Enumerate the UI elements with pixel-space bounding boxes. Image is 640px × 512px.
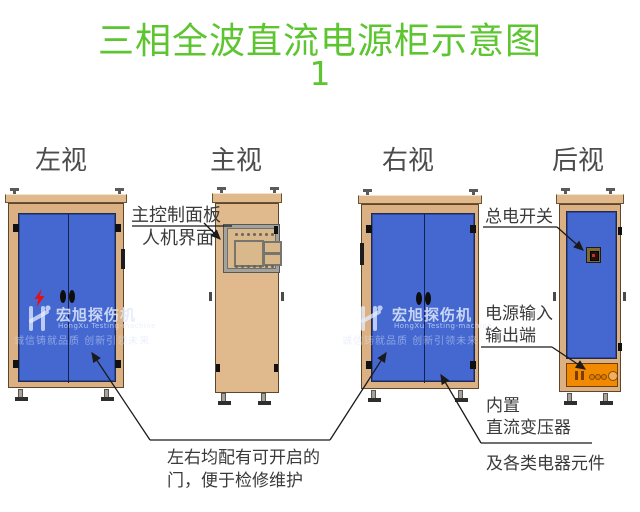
side-handle-icon <box>209 292 212 301</box>
hinge-icon <box>618 227 622 235</box>
rear-cabinet-body <box>559 204 622 392</box>
leveling-foot <box>564 393 577 405</box>
front-cabinet-body <box>215 203 282 393</box>
leveling-foot <box>218 393 231 405</box>
leveling-foot <box>258 393 271 405</box>
front-cabinet-top-cap <box>212 193 282 203</box>
view-label-right: 右视 <box>382 146 435 176</box>
lifting-bolt-icon <box>217 187 226 194</box>
hinge-icon <box>366 361 372 369</box>
lifting-bolt-icon <box>606 188 615 195</box>
door-handle <box>60 290 66 303</box>
side-handle-icon <box>623 292 626 301</box>
side-handle-icon <box>281 292 284 301</box>
lifting-bolt-icon <box>363 189 372 196</box>
hinge-icon <box>13 360 19 368</box>
hinge-icon <box>115 360 121 368</box>
annotation-doors-line1: 左右均配有可开启的 <box>167 448 320 468</box>
door-handle <box>416 292 422 305</box>
io-port <box>589 374 595 380</box>
hinge-icon <box>274 226 278 234</box>
lifting-bolt-icon <box>561 188 570 195</box>
side-latch <box>121 249 125 269</box>
annotation-control-panel-line2: 人机界面 <box>142 228 214 249</box>
hinge-icon <box>216 364 220 372</box>
annotation-transformer-line1: 内置 <box>486 396 520 416</box>
hinge-icon <box>618 343 622 351</box>
leveling-foot <box>600 393 613 405</box>
hinge-icon <box>115 224 121 232</box>
control-panel <box>223 224 282 273</box>
annotation-control-panel-line1: 主控制面板 <box>131 205 221 226</box>
main-power-switch <box>586 247 601 263</box>
door-handle <box>425 292 431 305</box>
panel-led-row <box>235 233 274 236</box>
io-slot <box>581 371 584 380</box>
door-handle <box>69 290 75 303</box>
io-port <box>595 374 601 380</box>
switch-indicator <box>592 254 595 257</box>
rear-cabinet-top-cap <box>556 194 624 204</box>
io-slot <box>575 371 578 380</box>
leveling-foot <box>455 390 468 402</box>
left-cabinet-body <box>8 203 125 388</box>
annotation-transformer-line2: 直流变压器 <box>486 418 571 438</box>
lifting-bolt-icon <box>270 187 279 194</box>
annotation-main-switch: 总电开关 <box>485 207 553 227</box>
lifting-bolt-icon <box>469 189 478 196</box>
annotation-components: 及各类电器元件 <box>486 454 605 474</box>
annotation-doors-line2: 门，便于检修维护 <box>167 471 303 491</box>
hinge-icon <box>470 225 476 233</box>
door-split-line <box>68 214 69 383</box>
side-latch <box>360 243 364 265</box>
right-cabinet-top-cap <box>358 195 482 204</box>
leveling-foot <box>368 390 381 402</box>
view-label-rear: 后视 <box>552 146 605 176</box>
lifting-bolt-icon <box>115 188 124 195</box>
hinge-icon <box>274 364 278 372</box>
panel-led-row <box>235 265 274 268</box>
control-panel-face <box>227 228 282 269</box>
hmi-screen <box>234 240 264 267</box>
door-split-line <box>424 214 425 383</box>
left-cabinet-top-cap <box>5 194 127 203</box>
side-handle-icon <box>553 292 556 301</box>
io-port-large <box>608 371 618 381</box>
view-label-front: 主视 <box>210 146 263 176</box>
page-title: 三相全波直流电源柜示意图 <box>97 21 542 62</box>
page-title-number: 1 <box>309 54 331 93</box>
hinge-icon <box>13 224 19 232</box>
left-cabinet-doors <box>18 213 116 383</box>
power-io-panel <box>566 363 618 387</box>
annotation-power-io-line1: 电源输入 <box>485 304 553 324</box>
view-label-left: 左视 <box>35 146 88 176</box>
right-cabinet-body <box>360 204 479 389</box>
lightning-bolt-icon <box>34 289 45 307</box>
annotation-power-io-line2: 输出端 <box>485 326 536 346</box>
leveling-foot <box>101 389 114 401</box>
hinge-icon <box>470 361 476 369</box>
hinge-icon <box>366 225 372 233</box>
io-port <box>601 374 607 380</box>
right-cabinet-doors <box>371 213 475 383</box>
leveling-foot <box>15 389 28 401</box>
lifting-bolt-icon <box>10 188 19 195</box>
rear-panel <box>566 211 617 359</box>
